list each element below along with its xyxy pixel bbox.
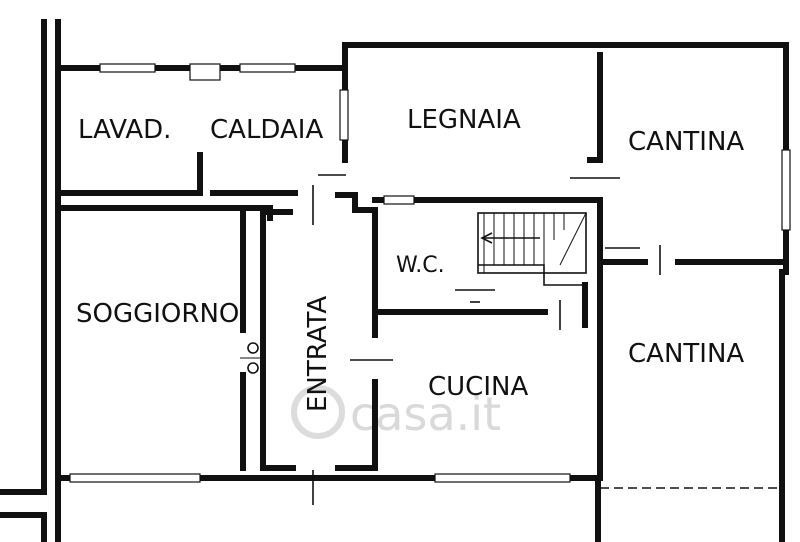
exterior-walls (55, 19, 789, 542)
room-label-cucina: CUCINA (428, 372, 528, 402)
room-label-cantina-right: CANTINA (628, 339, 744, 369)
window (189, 63, 221, 81)
pipe-icon (247, 362, 259, 374)
room-label-legnaia: LEGNAIA (407, 105, 521, 135)
windows (69, 63, 791, 483)
watermark-logo-icon (291, 385, 345, 439)
window (434, 473, 571, 483)
site-boundary (0, 19, 47, 542)
pipe-icon (247, 342, 259, 354)
door-marks (240, 174, 661, 505)
interior-walls (55, 52, 785, 481)
room-label-soggiorno: SOGGIORNO (76, 299, 239, 329)
staircase (477, 212, 587, 286)
window (781, 149, 791, 231)
window (339, 89, 349, 141)
room-label-cantina-top: CANTINA (628, 127, 744, 157)
window (383, 195, 415, 205)
room-labels: LAVAD. CALDAIA LEGNAIA CANTINA W.C. SOGG… (76, 105, 744, 412)
window (239, 63, 296, 73)
room-label-wc: W.C. (396, 253, 445, 278)
window (69, 473, 201, 483)
window (99, 63, 156, 73)
room-label-entrata: ENTRATA (303, 296, 333, 412)
room-label-caldaia: CALDAIA (210, 115, 323, 145)
room-label-lavanderia: LAVAD. (78, 115, 171, 145)
